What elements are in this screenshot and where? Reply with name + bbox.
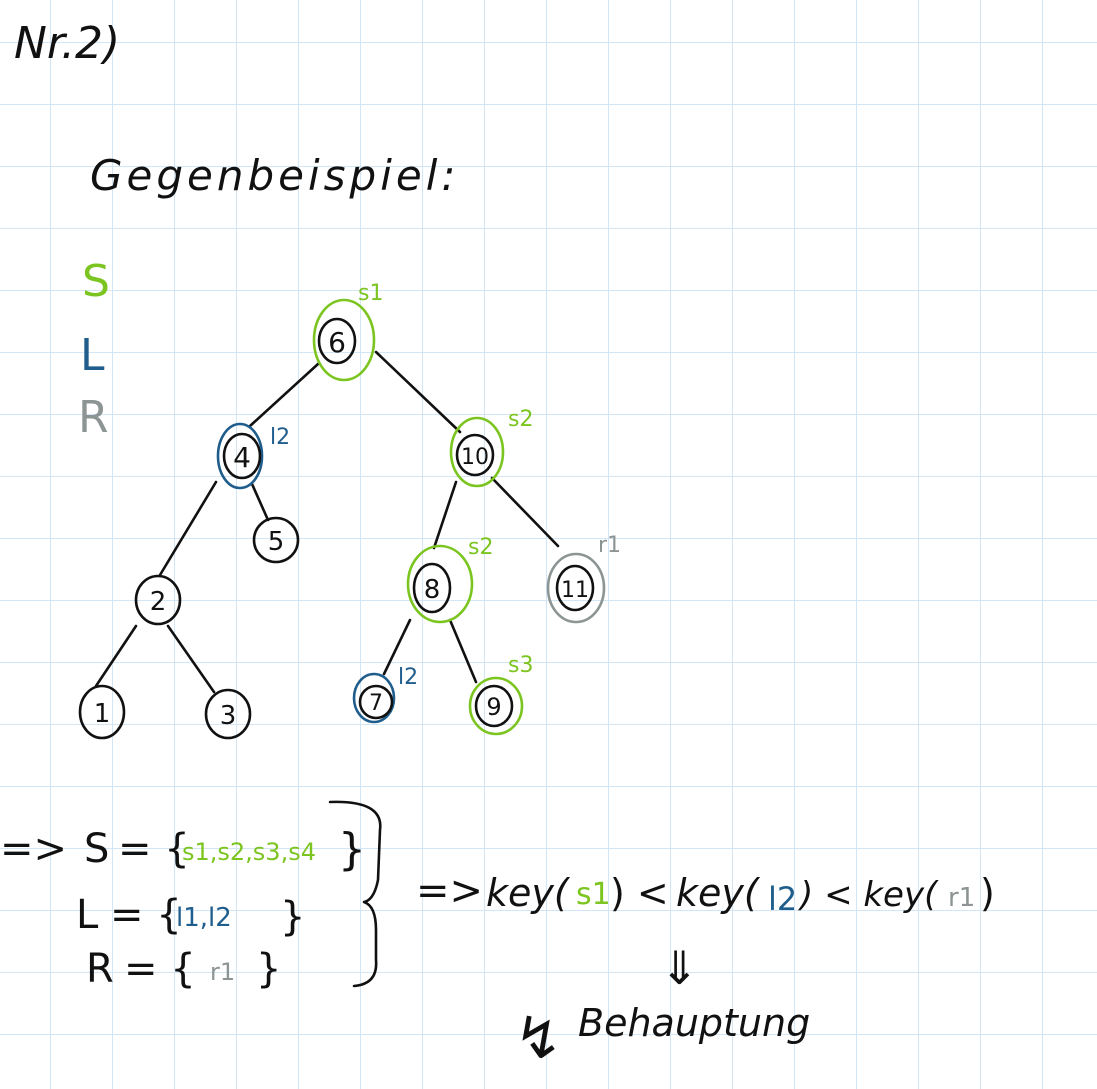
node-mark-label: s2	[508, 407, 533, 432]
node-key: 9	[486, 693, 501, 721]
contradiction-symbol: ↯	[514, 1004, 563, 1072]
conclusion-lt2: ) < key(	[797, 875, 939, 915]
legend-l: L	[80, 330, 105, 381]
edge-10-11	[490, 476, 560, 548]
tree-node-1: 1	[78, 684, 126, 740]
conclusion-key1: key(	[486, 871, 571, 915]
mark-ring-l	[216, 422, 264, 490]
node-mark-label: l2	[270, 425, 290, 450]
tree-node-7: 7 l2	[352, 665, 418, 724]
node-key: 10	[461, 445, 489, 470]
set-r-close: }	[256, 946, 281, 992]
claim-word: Behauptung	[578, 1001, 810, 1045]
tree-node-6: 6 s1	[312, 281, 383, 382]
tree-node-10: 10 s2	[449, 407, 533, 488]
tree-node-9: 9 s3	[468, 653, 533, 736]
edge-2-3	[166, 624, 216, 694]
node-mark-label: l2	[398, 665, 418, 690]
mark-ring-l	[352, 672, 396, 724]
tree-node-2: 2	[134, 574, 182, 626]
edge-4-5	[250, 482, 270, 522]
mark-ring-s	[449, 416, 505, 488]
tree-nodes: 6 s1 4 l2 10 s2 5 2 8 s2	[78, 281, 621, 740]
conclusion: => key( s1 ) < key( l2 ) < key( r1 ) ⇓ ↯…	[416, 868, 995, 1072]
set-s-close: }	[338, 824, 366, 875]
set-l-close: }	[280, 894, 305, 940]
set-s-name: S	[84, 826, 109, 872]
legend-s: S	[82, 256, 110, 307]
edge-4-2	[158, 480, 218, 577]
node-mark-label: s3	[508, 653, 533, 678]
conclusion-lt1: ) <	[610, 871, 669, 915]
mark-ring-s	[406, 544, 474, 624]
edge-2-1	[94, 624, 138, 688]
heading-counterexample: Gegenbeispiel:	[90, 151, 460, 200]
conclusion-key2: key(	[676, 871, 761, 915]
conclusion-arg3: r1	[948, 883, 975, 913]
edge-8-9	[448, 618, 478, 684]
node-mark-label: s1	[358, 281, 383, 306]
big-brace	[328, 800, 382, 988]
set-r-items: r1	[210, 958, 235, 986]
node-key: 7	[369, 691, 383, 716]
set-l-items: l1,l2	[176, 903, 232, 933]
implies-arrow: =>	[0, 826, 67, 872]
set-l-eq: = {	[110, 892, 182, 938]
tree-node-5: 5	[252, 516, 300, 564]
mark-ring-s	[312, 298, 376, 382]
tree-node-3: 3	[204, 688, 252, 740]
edge-10-8	[432, 480, 458, 550]
set-l-name: L	[76, 892, 99, 938]
node-mark-label: s2	[468, 535, 493, 560]
edge-6-10	[374, 350, 462, 434]
node-key: 1	[94, 699, 111, 729]
tree-node-8: 8 s2	[406, 535, 493, 624]
set-r-name: R	[86, 946, 114, 992]
node-key: 4	[233, 441, 251, 474]
conclusion-implies: =>	[416, 868, 483, 914]
edge-8-7	[382, 618, 412, 676]
edge-6-4	[248, 362, 320, 428]
mark-ring-s	[468, 676, 524, 736]
color-legend: S L R	[78, 256, 110, 443]
node-key: 3	[220, 701, 237, 731]
tree-node-4: 4 l2	[216, 422, 290, 490]
set-s-eq: = {	[118, 826, 190, 872]
conclusion-close: )	[980, 871, 995, 915]
set-s-items: s1,s2,s3,s4	[182, 838, 316, 866]
node-key: 6	[328, 326, 346, 359]
node-key: 8	[424, 575, 441, 605]
conclusion-arg1: s1	[576, 877, 611, 912]
tree-edges	[94, 350, 560, 694]
node-mark-label: r1	[598, 533, 621, 558]
legend-r: R	[78, 392, 109, 443]
down-arrow: ⇓	[660, 941, 699, 995]
tree-node-11: 11 r1	[546, 533, 621, 624]
node-key: 5	[268, 527, 285, 557]
node-key: 11	[561, 578, 589, 603]
node-key: 2	[150, 587, 167, 617]
set-r-eq: = {	[124, 946, 196, 992]
page-title: Nr.2)	[14, 18, 120, 69]
mark-ring-r	[546, 552, 606, 624]
set-definitions: => S = { s1,s2,s3,s4 } L = { l1,l2 } R =…	[0, 800, 382, 992]
conclusion-arg2: l2	[768, 880, 797, 918]
